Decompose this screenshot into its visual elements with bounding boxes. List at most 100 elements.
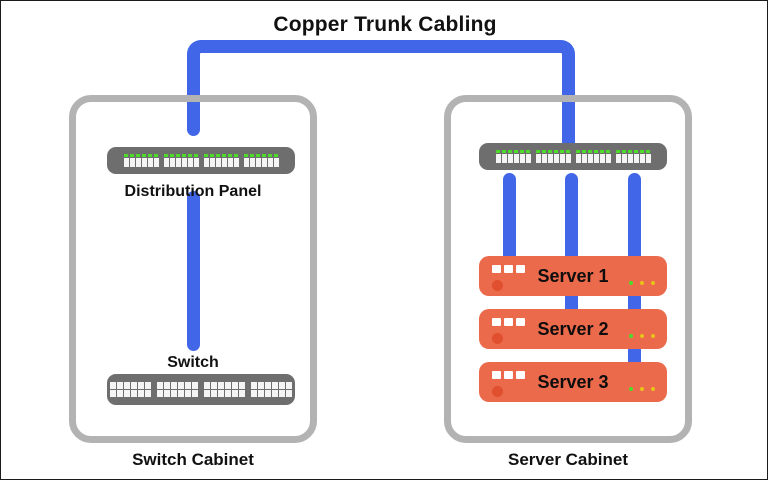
rj45-port-icon bbox=[525, 154, 531, 163]
port-led-icon bbox=[501, 150, 506, 153]
rj45-port-icon bbox=[639, 154, 645, 163]
status-led-icon bbox=[629, 387, 633, 391]
trunk-cable-left-drop bbox=[187, 96, 200, 136]
panel-led-row bbox=[163, 154, 199, 157]
panel-port-row bbox=[495, 154, 531, 163]
rj45-port-icon bbox=[192, 382, 198, 389]
cable-distribution-panel-to-switch bbox=[187, 191, 200, 351]
rj45-port-icon bbox=[129, 158, 135, 167]
rj45-port-icon bbox=[218, 382, 224, 389]
port-led-icon bbox=[267, 154, 272, 157]
rj45-port-icon bbox=[110, 382, 116, 389]
server-cabinet[interactable] bbox=[444, 95, 692, 443]
status-led-group bbox=[629, 387, 655, 391]
rj45-port-icon bbox=[147, 158, 153, 167]
rj45-port-icon bbox=[239, 390, 245, 397]
panel-port-group bbox=[243, 154, 279, 167]
rj45-port-icon bbox=[273, 158, 279, 167]
server-patch-panel[interactable] bbox=[479, 143, 667, 170]
rj45-port-icon bbox=[265, 390, 271, 397]
status-led-icon bbox=[651, 334, 655, 338]
port-led-icon bbox=[181, 154, 186, 157]
rj45-port-icon bbox=[251, 390, 257, 397]
status-led-group bbox=[629, 281, 655, 285]
rj45-port-icon bbox=[286, 382, 292, 389]
drive-bay-icon bbox=[516, 265, 525, 273]
server-label: Server 1 bbox=[537, 265, 609, 286]
port-led-icon bbox=[575, 150, 580, 153]
rj45-port-icon bbox=[225, 382, 231, 389]
switch-cabinet[interactable] bbox=[69, 95, 317, 443]
power-button-icon[interactable] bbox=[492, 386, 503, 397]
port-led-icon bbox=[249, 154, 254, 157]
rj45-port-icon bbox=[279, 390, 285, 397]
rj45-port-icon bbox=[164, 382, 170, 389]
port-led-icon bbox=[541, 150, 546, 153]
power-button-icon[interactable] bbox=[492, 280, 503, 291]
port-led-icon bbox=[599, 150, 604, 153]
distribution-panel[interactable] bbox=[107, 147, 295, 174]
port-led-icon bbox=[633, 150, 638, 153]
rj45-port-icon bbox=[157, 390, 163, 397]
rj45-port-icon bbox=[193, 158, 199, 167]
drive-bay-icon bbox=[504, 371, 513, 379]
switch-port-row bbox=[251, 382, 292, 389]
drive-bay-icon-group bbox=[492, 318, 525, 326]
port-led-icon bbox=[261, 154, 266, 157]
rj45-port-icon bbox=[110, 390, 116, 397]
rj45-port-icon bbox=[135, 158, 141, 167]
rj45-port-icon bbox=[123, 158, 129, 167]
rj45-port-icon bbox=[187, 158, 193, 167]
rj45-port-icon bbox=[131, 390, 137, 397]
rj45-port-icon bbox=[565, 154, 571, 163]
drive-bay-icon bbox=[504, 318, 513, 326]
rj45-port-icon bbox=[185, 390, 191, 397]
port-led-icon bbox=[605, 150, 610, 153]
panel-led-row bbox=[615, 150, 651, 153]
power-button-icon[interactable] bbox=[492, 333, 503, 344]
port-led-icon bbox=[593, 150, 598, 153]
port-led-icon bbox=[621, 150, 626, 153]
switch-port-row bbox=[204, 382, 245, 389]
rj45-port-icon bbox=[615, 154, 621, 163]
rj45-port-icon bbox=[178, 382, 184, 389]
panel-port-row bbox=[615, 154, 651, 163]
port-led-icon bbox=[627, 150, 632, 153]
rj45-port-icon bbox=[169, 158, 175, 167]
switch-port-row bbox=[110, 390, 151, 397]
rj45-port-icon bbox=[163, 158, 169, 167]
rj45-port-icon bbox=[232, 390, 238, 397]
port-led-icon bbox=[221, 154, 226, 157]
rj45-port-icon bbox=[124, 390, 130, 397]
rj45-port-icon bbox=[559, 154, 565, 163]
rj45-port-icon bbox=[251, 382, 257, 389]
port-led-icon bbox=[187, 154, 192, 157]
rj45-port-icon bbox=[265, 382, 271, 389]
rj45-port-icon bbox=[553, 154, 559, 163]
status-led-icon bbox=[640, 387, 644, 391]
panel-port-group bbox=[615, 150, 651, 163]
rj45-port-icon bbox=[258, 382, 264, 389]
rj45-port-icon bbox=[233, 158, 239, 167]
port-led-icon bbox=[507, 150, 512, 153]
port-led-icon bbox=[175, 154, 180, 157]
rj45-port-icon bbox=[261, 158, 267, 167]
switch-device[interactable] bbox=[107, 374, 295, 405]
port-led-icon bbox=[639, 150, 644, 153]
server-2[interactable]: Server 2 bbox=[479, 309, 667, 349]
server-3[interactable]: Server 3 bbox=[479, 362, 667, 402]
rj45-port-icon bbox=[645, 154, 651, 163]
rj45-port-icon bbox=[243, 158, 249, 167]
switch-cabinet-label: Switch Cabinet bbox=[132, 450, 254, 469]
port-led-icon bbox=[163, 154, 168, 157]
rj45-port-icon bbox=[255, 158, 261, 167]
rj45-port-icon bbox=[239, 382, 245, 389]
drive-bay-icon bbox=[504, 265, 513, 273]
drive-bay-icon bbox=[492, 265, 501, 273]
port-led-icon bbox=[129, 154, 134, 157]
port-led-icon bbox=[547, 150, 552, 153]
switch-port-row bbox=[157, 382, 198, 389]
drive-bay-icon-group bbox=[492, 371, 525, 379]
server-1[interactable]: Server 1 bbox=[479, 256, 667, 296]
